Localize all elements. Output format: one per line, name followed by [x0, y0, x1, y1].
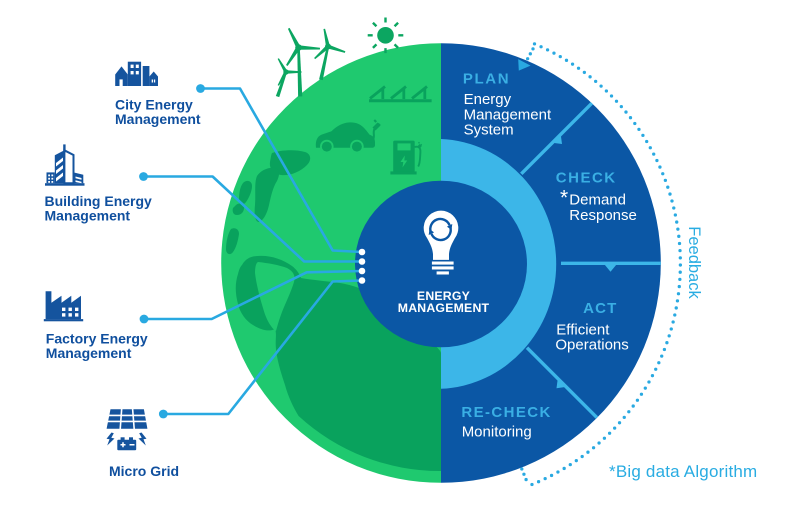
svg-text:Micro Grid: Micro Grid — [109, 463, 179, 479]
svg-text:City Energy: City Energy — [115, 96, 193, 112]
svg-text:Management: Management — [115, 111, 201, 127]
svg-text:CHECK: CHECK — [556, 170, 617, 187]
svg-text:RE-CHECK: RE-CHECK — [461, 404, 551, 421]
svg-text:ENERGY: ENERGY — [417, 289, 470, 303]
svg-text:Management: Management — [46, 345, 132, 361]
svg-text:Factory Energy: Factory Energy — [46, 331, 148, 347]
svg-text:Monitoring: Monitoring — [462, 423, 532, 440]
svg-text:Energy: Energy — [464, 91, 512, 108]
svg-text:Operations: Operations — [555, 337, 628, 354]
svg-text:Management: Management — [464, 107, 552, 124]
svg-text:Feedback: Feedback — [685, 226, 703, 299]
svg-text:Efficient: Efficient — [556, 322, 610, 339]
svg-text:Response: Response — [569, 207, 637, 224]
svg-text:MANAGEMENT: MANAGEMENT — [398, 301, 490, 315]
svg-text:Management: Management — [45, 207, 131, 223]
svg-text:Demand: Demand — [569, 192, 626, 209]
svg-text:System: System — [464, 122, 514, 139]
svg-text:*Big data Algorithm: *Big data Algorithm — [609, 462, 757, 481]
svg-text:*: * — [560, 187, 568, 210]
svg-text:ACT: ACT — [583, 300, 617, 317]
svg-text:PLAN: PLAN — [463, 71, 510, 88]
svg-text:Building Energy: Building Energy — [45, 193, 153, 209]
